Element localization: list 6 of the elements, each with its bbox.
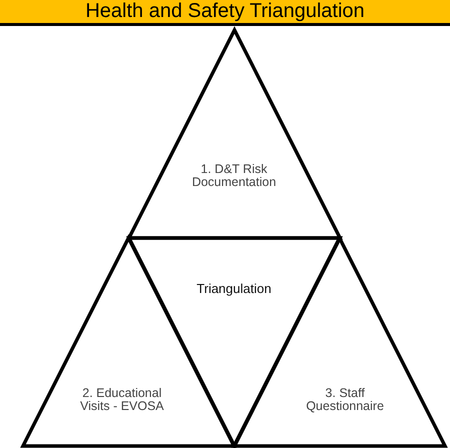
- segment-label: 3. Staff Questionnaire: [305, 387, 385, 413]
- segment-label: Triangulation: [196, 282, 272, 294]
- segment-label: 2. Educational Visits - EVOSA: [79, 387, 165, 413]
- segment-label: 1. D&T Risk Documentation: [190, 163, 278, 189]
- triangle-segment: [126, 28, 342, 240]
- title-banner: Health and Safety Triangulation: [0, 0, 450, 26]
